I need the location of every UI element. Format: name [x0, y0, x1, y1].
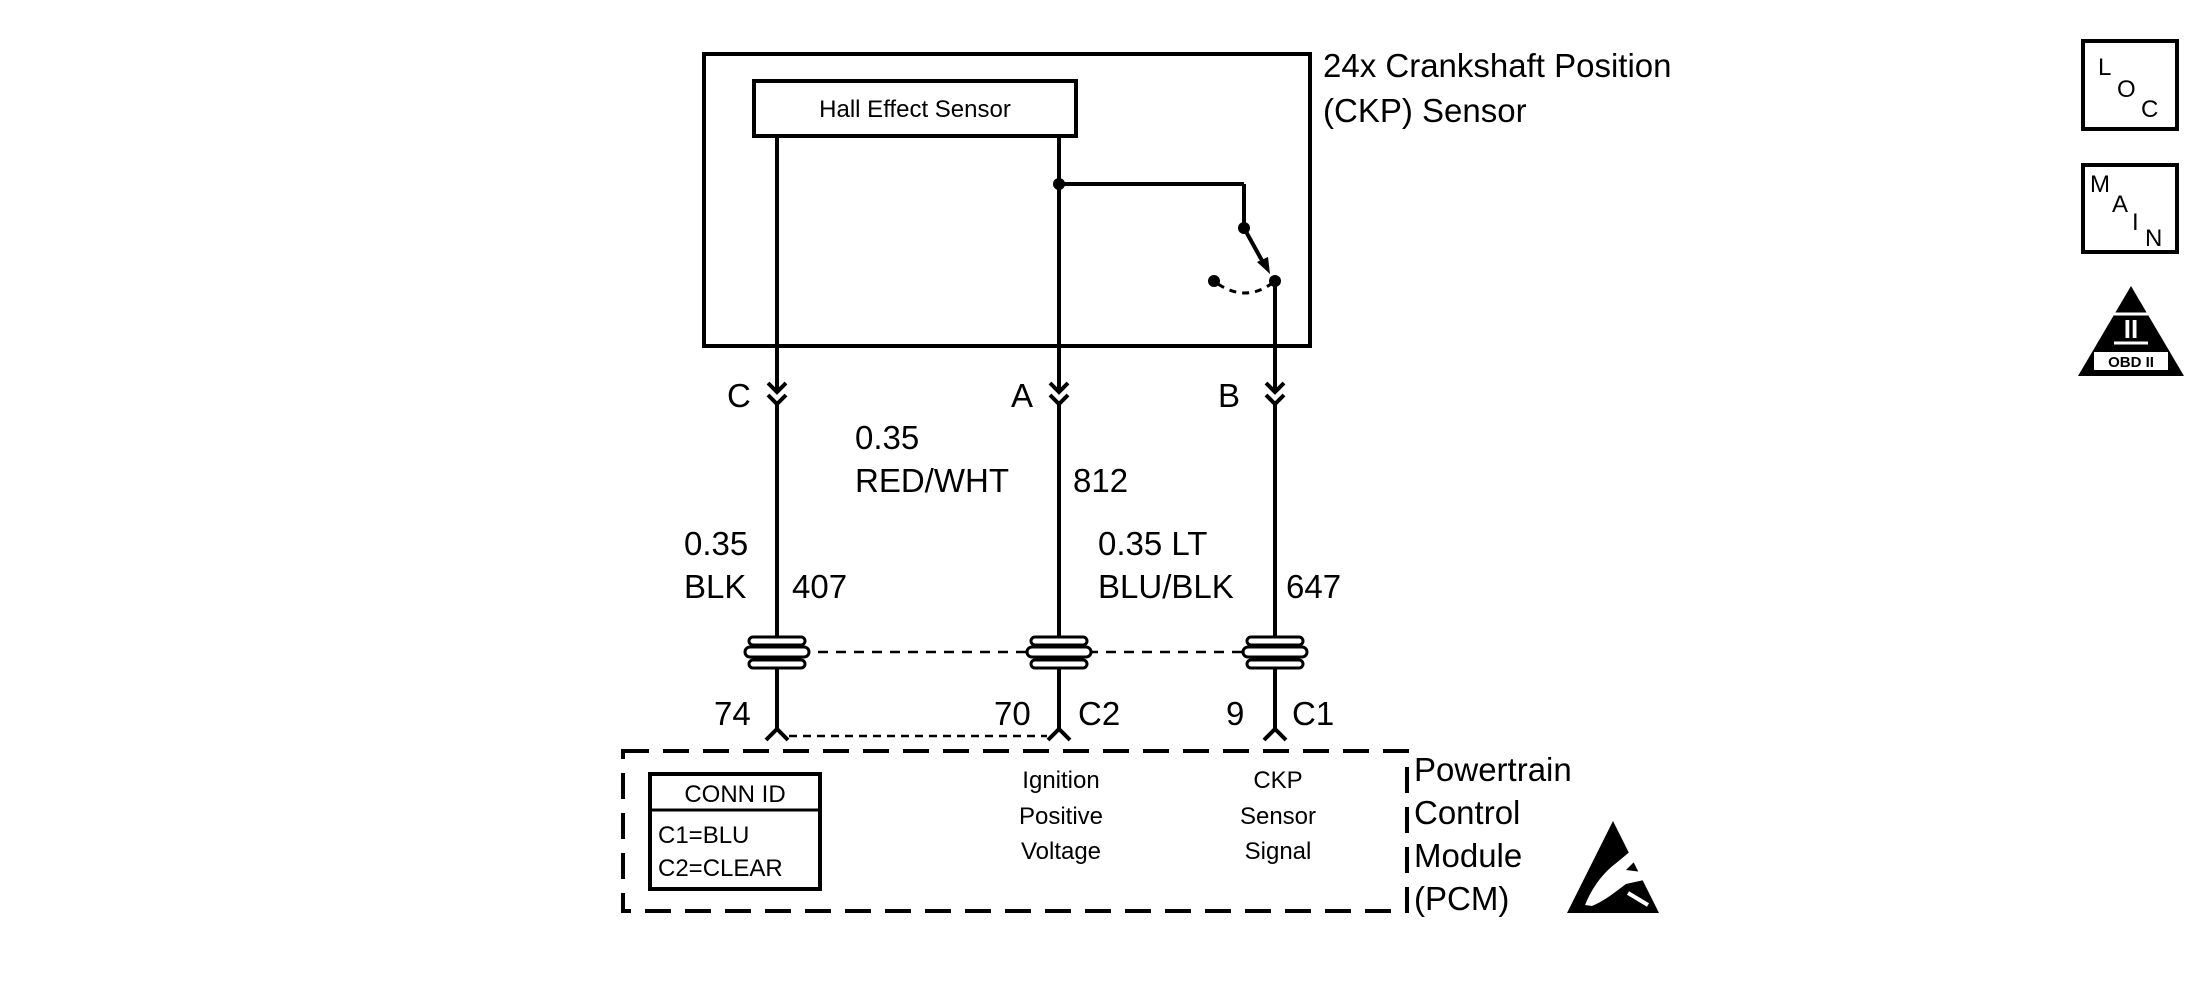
- ckp-sensor-title-line1: 24x Crankshaft Position: [1323, 47, 1672, 84]
- wire-812-size: 0.35: [855, 419, 919, 456]
- main-icon[interactable]: M A I N: [2081, 163, 2179, 254]
- wire-812-circuit: 812: [1073, 462, 1128, 499]
- wire-647-circuit: 647: [1286, 568, 1341, 605]
- wire-407-size: 0.35: [684, 525, 748, 562]
- svg-text:II: II: [2124, 314, 2138, 344]
- ckp-signal-label-line2: Sensor: [1240, 803, 1316, 830]
- svg-text:OBD II: OBD II: [2108, 354, 2154, 371]
- svg-text:L: L: [2098, 54, 2111, 81]
- grommet-407: [743, 635, 811, 670]
- ckp-signal-label-line1: CKP: [1253, 767, 1302, 794]
- pcm-connector-c1: C1: [1292, 695, 1334, 732]
- hall-effect-sensor-label: Hall Effect Sensor: [819, 96, 1011, 123]
- conn-id-line2: C2=CLEAR: [658, 855, 783, 882]
- ignition-label-line2: Positive: [1019, 803, 1103, 830]
- pcm-title-line3: Module: [1414, 837, 1522, 874]
- wire-812-color: RED/WHT: [855, 462, 1009, 499]
- pcm-title-line2: Control: [1414, 794, 1520, 831]
- pin-a-label: A: [1011, 377, 1033, 414]
- pin-c-label: C: [727, 377, 751, 414]
- connector-chevrons-pcm: [764, 726, 1288, 742]
- internal-switch: [1053, 178, 1281, 295]
- svg-text:O: O: [2117, 76, 2136, 103]
- wire-407-color: BLK: [684, 568, 746, 605]
- obd-ii-icon[interactable]: II OBD II: [2078, 286, 2184, 376]
- svg-text:A: A: [2112, 191, 2128, 218]
- hall-effect-sensor-box: [752, 79, 1078, 138]
- pcm-pin-74: 74: [714, 695, 751, 732]
- svg-text:N: N: [2145, 225, 2162, 252]
- grommet-812: [1025, 635, 1093, 670]
- pcm-title-line4: (PCM): [1414, 880, 1509, 917]
- ckp-signal-label-line3: Signal: [1245, 838, 1312, 865]
- ckp-sensor-housing: [702, 52, 1312, 348]
- wire-647-color: BLU/BLK: [1098, 568, 1234, 605]
- pcm-title-line1: Powertrain: [1414, 751, 1572, 788]
- svg-text:I: I: [2132, 209, 2139, 236]
- wire-407-circuit: 407: [792, 568, 847, 605]
- grommet-647: [1241, 635, 1309, 670]
- esd-warning-icon: [1567, 821, 1659, 913]
- svg-text:M: M: [2090, 171, 2110, 198]
- ignition-label-line1: Ignition: [1022, 767, 1099, 794]
- loc-icon[interactable]: L O C: [2081, 39, 2179, 131]
- conn-id-line1: C1=BLU: [658, 822, 749, 849]
- pcm-connector-c2: C2: [1078, 695, 1120, 732]
- pcm-pin-70: 70: [994, 695, 1031, 732]
- conn-id-header: CONN ID: [684, 781, 785, 808]
- ignition-label-line3: Voltage: [1021, 838, 1101, 865]
- pcm-pin-9: 9: [1226, 695, 1244, 732]
- ckp-sensor-title-line2: (CKP) Sensor: [1323, 92, 1527, 129]
- wire-647-size: 0.35 LT: [1098, 525, 1207, 562]
- pin-b-label: B: [1218, 377, 1240, 414]
- svg-text:C: C: [2141, 96, 2158, 123]
- conn-id-box: [648, 772, 822, 891]
- pcm-housing-dashed: [621, 749, 1409, 913]
